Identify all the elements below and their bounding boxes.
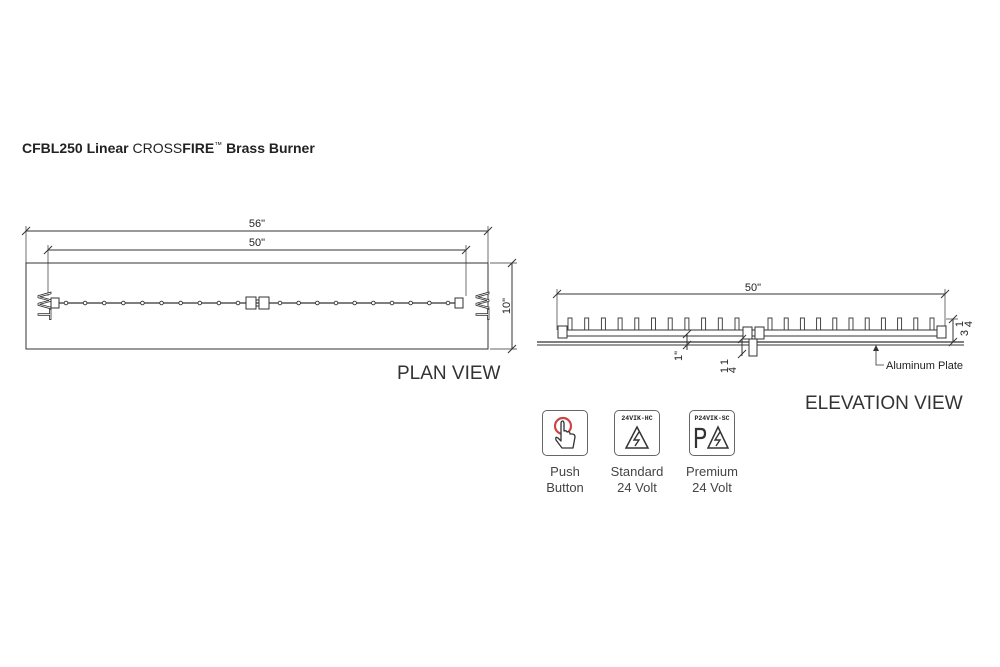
elevation-end-cap-left: [557, 325, 568, 339]
height-den: 4: [963, 321, 975, 327]
option-premium-line1: Premium: [685, 464, 738, 479]
option-premium-24-volt: P24VIK-SC Premium 24 Volt: [677, 410, 747, 496]
plan-view: WT WT: [21, 226, 517, 354]
option-push-button: Push Button: [530, 410, 600, 496]
elevation-port: [929, 317, 935, 331]
plan-port: [277, 300, 283, 306]
plan-port: [121, 300, 126, 306]
plan-end-mark-right: WT: [472, 292, 492, 320]
lightning-icon: 24VIK-HC: [614, 410, 660, 456]
elevation-end-cap-right: [936, 325, 947, 339]
plan-port: [63, 300, 69, 306]
elevation-port: [767, 317, 773, 331]
plan-port: [178, 300, 183, 306]
lightning-p-icon: P24VIK-SC: [689, 410, 735, 456]
title-linear: Linear: [86, 140, 129, 156]
height-whole: 3: [959, 330, 971, 336]
option-premium-line2: 24 Volt: [692, 480, 732, 495]
plan-port: [235, 300, 241, 306]
elevation-view-label: ELEVATION VIEW: [805, 393, 963, 414]
title-fire: FIRE: [182, 140, 215, 156]
elevation-gas-inlet: [748, 338, 758, 357]
elevation-port: [584, 317, 590, 331]
plan-port: [445, 300, 451, 306]
elevation-burner-length-label: 50": [745, 282, 761, 294]
elevation-port: [617, 317, 623, 331]
elevation-port: [897, 317, 903, 331]
inlet-whole: 1: [719, 367, 731, 373]
elevation-port: [783, 317, 789, 331]
elevation-height-label: 3 1 4: [954, 321, 975, 336]
title-trademark: ™: [214, 140, 223, 150]
height-num: 1: [954, 321, 966, 327]
option-push-line2: Button: [546, 480, 584, 495]
elevation-offset-label: 1": [673, 351, 685, 361]
elevation-port: [799, 317, 805, 331]
plan-port: [371, 300, 376, 306]
elevation-port: [816, 317, 822, 331]
plan-overall-length-label: 56": [249, 218, 265, 230]
elevation-port: [717, 317, 723, 331]
plan-port: [159, 300, 164, 306]
inlet-num: 1: [719, 359, 731, 365]
elevation-port: [913, 317, 919, 331]
plan-port: [315, 300, 320, 306]
plan-view-label: PLAN VIEW: [397, 363, 501, 384]
title-cross: CROSS: [132, 140, 183, 156]
plan-port: [197, 300, 203, 306]
elevation-port: [880, 317, 886, 331]
elevation-center-tee: [742, 326, 753, 340]
plan-burner-length-label: 50": [249, 237, 265, 249]
plan-port: [216, 300, 222, 306]
option-standard-line2: 24 Volt: [617, 480, 657, 495]
elevation-port: [734, 317, 740, 331]
option-push-line1: Push: [550, 464, 580, 479]
elevation-ports: [567, 317, 935, 331]
option-standard-24-volt: 24VIK-HC Standard 24 Volt: [602, 410, 672, 496]
option-standard-model: 24VIK-HC: [621, 415, 653, 422]
plan-center-tee: [245, 296, 257, 310]
elevation-port: [864, 317, 870, 331]
elevation-port: [848, 317, 854, 331]
option-premium-model: P24VIK-SC: [694, 415, 730, 422]
elevation-inlet-label: 1 1 4: [719, 359, 739, 373]
plan-port: [296, 300, 301, 306]
elevation-port: [567, 317, 573, 331]
plan-port: [389, 300, 395, 306]
plan-port: [140, 300, 145, 306]
elevation-port: [634, 317, 640, 331]
title-model: CFBL250: [22, 140, 83, 156]
elevation-port: [667, 317, 673, 331]
plan-port: [82, 300, 88, 306]
plan-port: [408, 300, 413, 306]
plan-port: [427, 300, 432, 306]
plan-port: [101, 300, 107, 306]
title-suffix: Brass Burner: [226, 140, 315, 156]
elevation-port: [600, 317, 606, 331]
plan-end-mark-left: WT: [34, 292, 54, 320]
plan-end-cap-left: [50, 297, 60, 309]
option-standard-line1: Standard: [610, 464, 664, 479]
elevation-port: [684, 317, 690, 331]
elevation-port: [651, 317, 656, 331]
elevation-view: [537, 289, 964, 366]
aluminum-plate-label: Aluminum Plate: [886, 360, 963, 372]
elevation-port: [832, 317, 838, 331]
plan-pan-outline: [25, 262, 489, 350]
plan-port: [333, 300, 339, 306]
plan-ports: [63, 300, 451, 306]
page-title: CFBL250 Linear CROSSFIRE™ Brass Burner: [22, 140, 315, 156]
plan-width-label: 10": [501, 298, 513, 314]
plan-port: [352, 300, 357, 306]
plan-end-cap-right: [454, 297, 464, 309]
elevation-port: [701, 317, 707, 331]
push-button-icon: [542, 410, 588, 456]
inlet-den: 4: [727, 367, 739, 373]
